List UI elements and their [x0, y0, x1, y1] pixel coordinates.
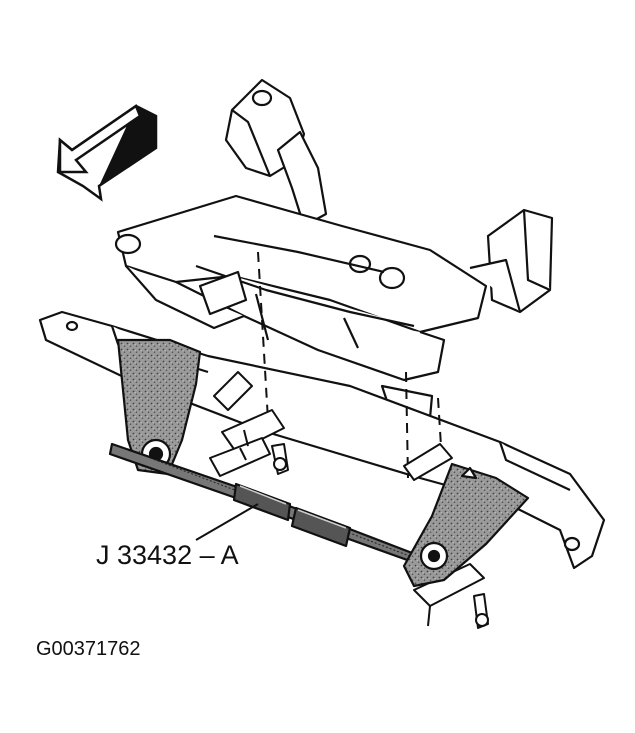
figure-id: G00371762 — [36, 638, 141, 660]
tool-leader-line — [195, 503, 259, 541]
mounting-brackets — [209, 371, 489, 629]
tool-label: J 33432 – A — [96, 540, 239, 570]
engine-cradle — [114, 78, 554, 420]
tool-j33432a — [108, 338, 530, 588]
front-arrow-icon — [56, 104, 158, 202]
